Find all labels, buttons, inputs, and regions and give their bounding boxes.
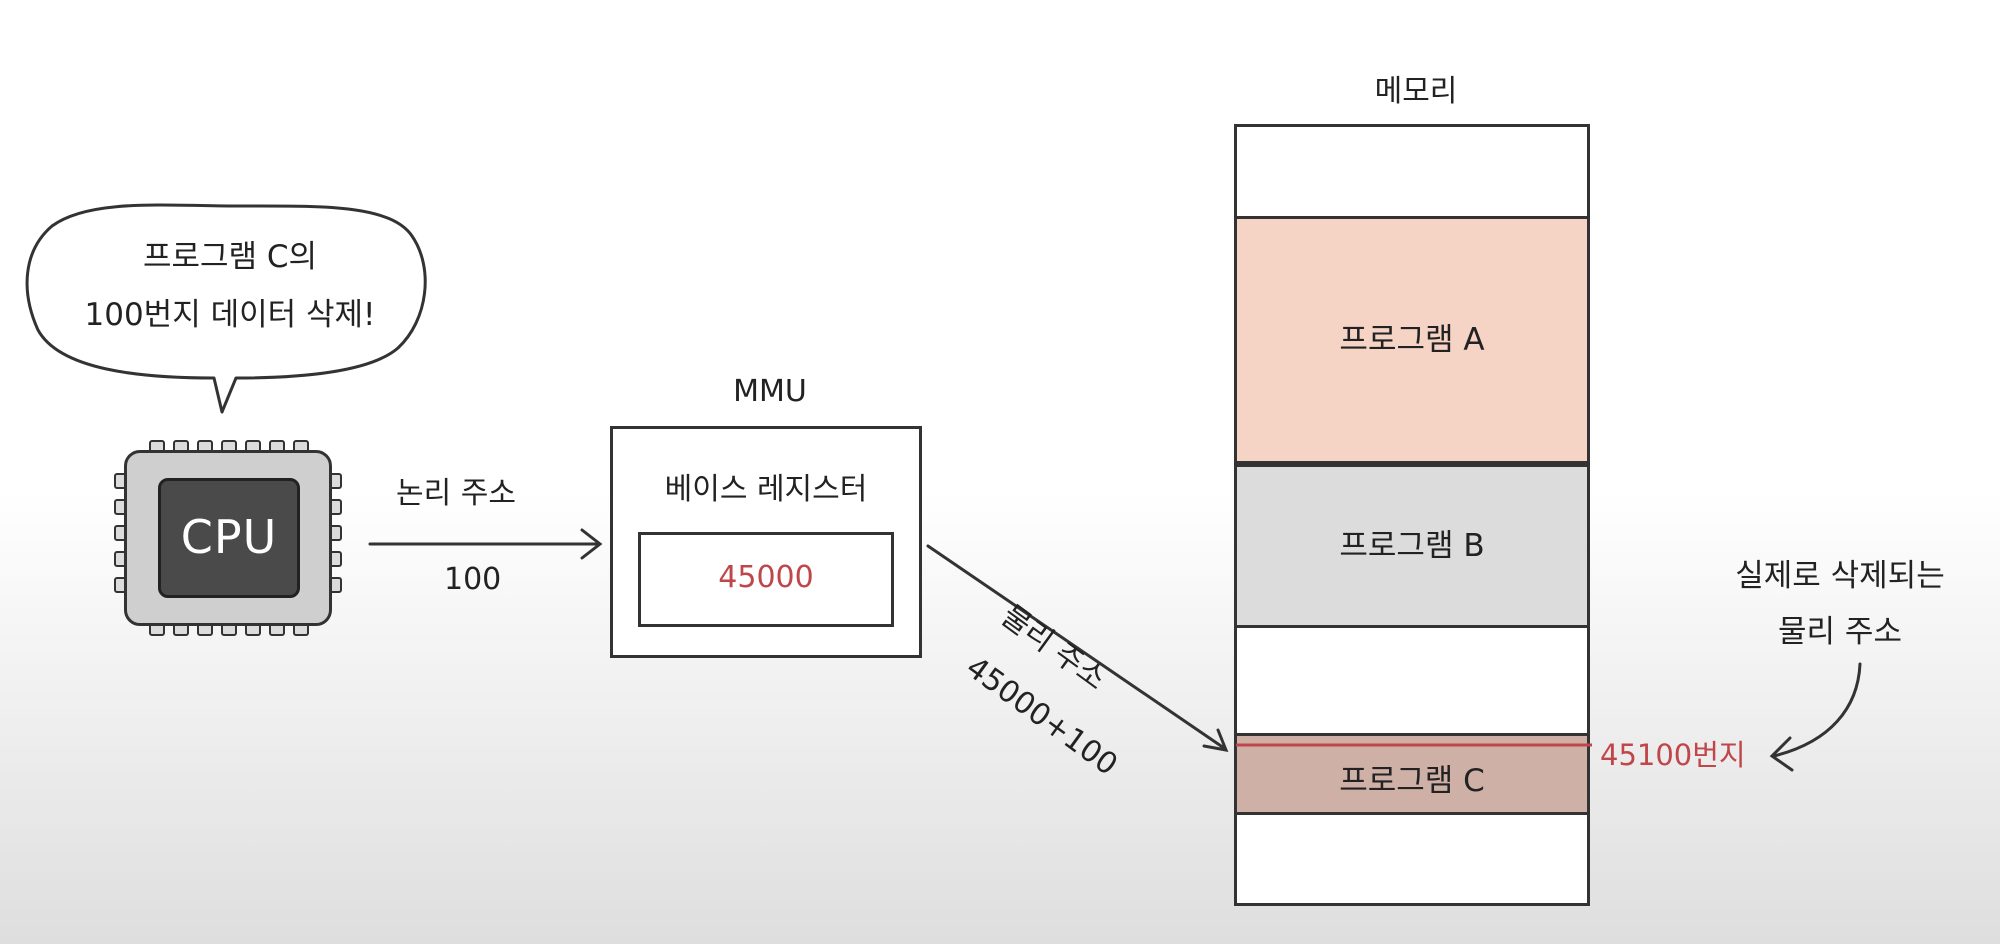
target-address-label: 45100번지 xyxy=(1600,738,1746,772)
base-register-label: 베이스 레지스터 xyxy=(664,472,868,507)
base-register-box xyxy=(638,532,894,627)
annotation-line-1: 실제로 삭제되는 xyxy=(1735,558,1945,594)
speech-bubble xyxy=(25,203,427,414)
base-register-value: 45000 xyxy=(718,560,814,595)
logical-address-label: 논리 주소 xyxy=(396,476,516,511)
logical-address-value: 100 xyxy=(444,562,502,597)
target-address-line xyxy=(1236,743,1592,747)
mmu-title: MMU xyxy=(733,374,807,409)
bubble-line-2: 100번지 데이터 삭제! xyxy=(84,297,376,333)
memory-title: 메모리 xyxy=(1374,74,1458,109)
memory-segment-program-b: 프로그램 B xyxy=(1234,464,1590,628)
physical-address-arrow xyxy=(926,544,1229,752)
memory-segment-program-c: 프로그램 C xyxy=(1234,733,1590,815)
bubble-line-1: 프로그램 C의 xyxy=(142,239,318,275)
memory-segment-program-a: 프로그램 A xyxy=(1234,216,1590,464)
annotation-line-2: 물리 주소 xyxy=(1778,614,1902,650)
cpu-pins xyxy=(114,440,342,636)
speech-bubble-text: 프로그램 C의 100번지 데이터 삭제! xyxy=(35,228,425,344)
annotation-arrow xyxy=(1769,662,1862,772)
cpu-label: CPU xyxy=(158,478,300,598)
logical-address-arrow xyxy=(368,528,603,560)
annotation-text: 실제로 삭제되는 물리 주소 xyxy=(1700,548,1980,660)
